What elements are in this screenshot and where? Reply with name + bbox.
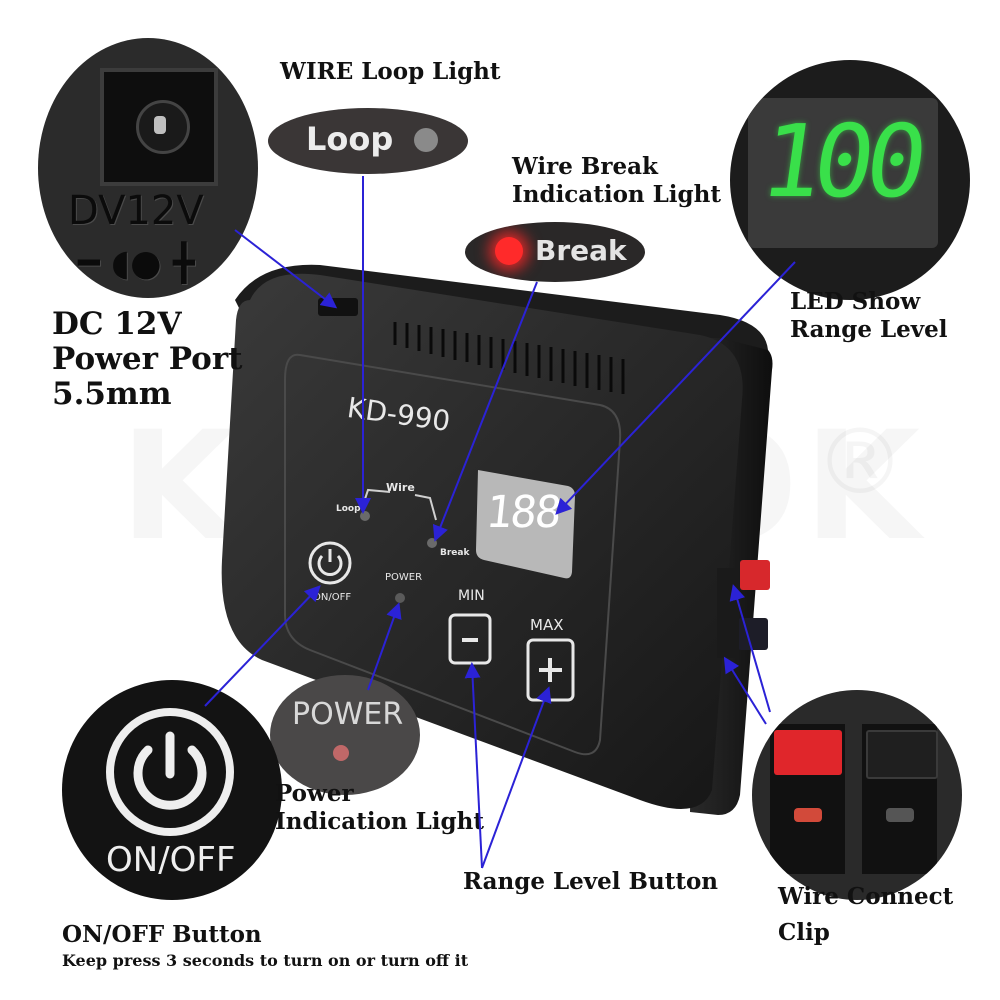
device-power-jack — [318, 298, 358, 316]
zoom-break-label: Break — [535, 234, 627, 267]
caption-dc-1: DC 12V — [52, 306, 182, 342]
zoom-onoff-label: ON/OFF — [106, 840, 236, 880]
panel-wire-label: Wire — [386, 481, 415, 494]
onoff-power-icon — [106, 708, 234, 836]
panel-display-digits: 188 — [483, 487, 563, 538]
panel-power-label: POWER — [385, 572, 423, 583]
clip-red — [774, 730, 842, 775]
zoom-wire-clip — [752, 690, 962, 900]
panel-break-led — [427, 538, 437, 548]
caption-led-1: LED Show — [790, 288, 921, 315]
watermark-registered: ® — [815, 410, 905, 515]
caption-dc-2: Power Port — [52, 341, 243, 377]
caption-clip-1: Wire Connect — [778, 883, 954, 910]
zoom-break-light: Break — [465, 222, 645, 282]
caption-power-1: Power — [275, 780, 354, 807]
zoom-power-light: POWER — [270, 675, 420, 795]
device-black-clip — [738, 618, 768, 650]
caption-range-button: Range Level Button — [463, 868, 719, 895]
panel-max-label: MAX — [530, 616, 564, 634]
caption-wire-break-1: Wire Break — [512, 153, 658, 180]
caption-onoff-title: ON/OFF Button — [62, 921, 262, 948]
zoom-power-port: DV12V ━ ◖● ╋ — [38, 38, 258, 298]
port-label-text: DV12V — [68, 188, 204, 234]
zoom-power-label: POWER — [292, 697, 404, 732]
caption-wire-break-2: Indication Light — [512, 181, 721, 208]
caption-power-2: Indication Light — [275, 808, 484, 835]
caption-onoff-note: Keep press 3 seconds to turn on or turn … — [62, 951, 469, 970]
zoom-onoff-button: ON/OFF — [62, 680, 282, 900]
zoom-loop-light: Loop — [268, 108, 468, 174]
caption-dc-3: 5.5mm — [52, 376, 172, 412]
panel-power-led — [395, 593, 405, 603]
panel-loop-label: Loop — [336, 504, 361, 514]
zoom-loop-label: Loop — [306, 120, 394, 158]
device-red-clip — [740, 560, 770, 590]
caption-led-2: Range Level — [790, 316, 948, 343]
panel-onoff-ring — [308, 541, 352, 585]
caption-wire-loop-light: WIRE Loop Light — [280, 58, 501, 85]
clip-black — [866, 730, 938, 779]
zoom-led-display: 100 — [730, 60, 970, 300]
panel-loop-led — [360, 511, 370, 521]
panel-power-icon — [317, 554, 343, 576]
panel-onoff-label: ON/OFF — [313, 592, 352, 603]
panel-min-label: MIN — [458, 588, 485, 604]
zoom-led-digits: 100 — [753, 103, 927, 220]
caption-clip-2: Clip — [778, 919, 830, 946]
panel-break-label: Break — [440, 548, 470, 558]
